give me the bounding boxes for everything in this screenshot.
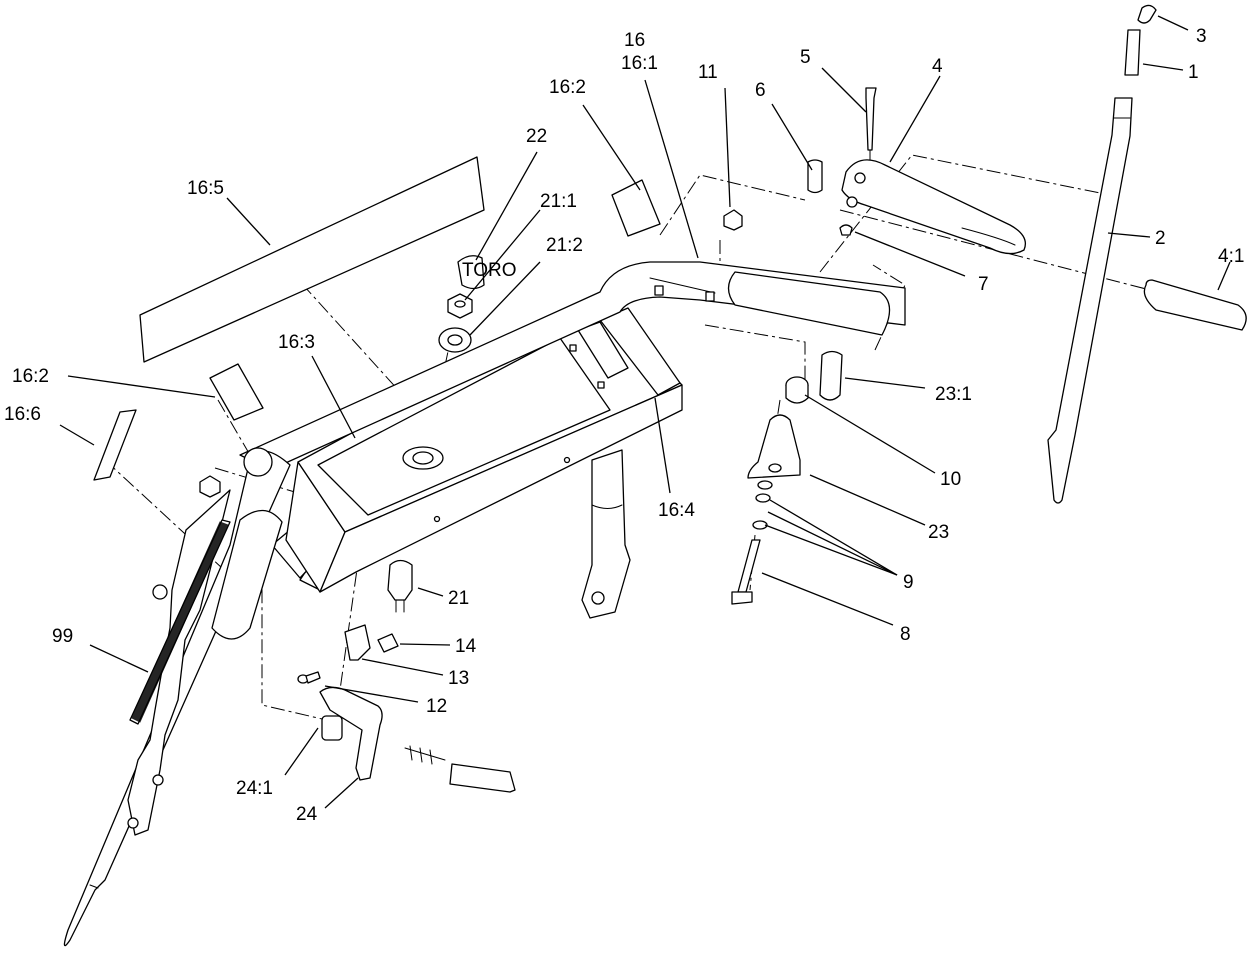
callout-2: 2 [1155,228,1166,249]
decal-16-2-lower [209,363,264,421]
clip-3 [1137,4,1157,24]
callout-4: 4 [932,56,943,77]
leg-hole-icon [591,591,605,605]
callout-16-6: 16:6 [4,404,41,425]
callout-16-2-lower: 16:2 [12,366,49,387]
switch-14 [377,633,399,653]
callout-21-2: 21:2 [546,235,583,256]
callout-1: 1 [1188,62,1199,83]
washer-9 [757,480,773,490]
callout-3: 3 [1196,26,1207,47]
frame-leg-right [581,449,631,619]
screw-12-shank [305,671,321,684]
handle-grip-upper [727,271,891,336]
callout-24: 24 [296,804,318,825]
callout-16-2-upper: 16:2 [549,77,586,98]
callout-23: 23 [928,522,949,543]
rivet-icon [433,515,441,523]
callout-5: 5 [800,47,811,68]
rivet-7 [839,224,853,236]
callout-16-3: 16:3 [278,332,315,353]
lever-hole-icon [846,196,858,208]
callout-24-1: 24:1 [236,778,273,799]
tube-hole-icon [654,285,664,296]
decal-16-6 [93,409,137,481]
bracket-24 [319,686,383,781]
callout-6: 6 [755,80,766,101]
rivet-icon [597,381,605,389]
switch-bracket-13 [344,624,371,661]
callout-13: 13 [448,668,469,689]
knob-23 [747,414,801,479]
callout-23-1: 23:1 [935,384,972,405]
control-box-front [319,384,683,593]
callout-11: 11 [698,62,718,83]
bushing-24-1 [321,715,343,741]
callout-4-1: 4:1 [1218,246,1244,267]
plate-hole-icon [152,774,164,786]
nut-hole-icon [454,300,466,308]
decal-16-2-upper [611,179,661,237]
rod-2 [1047,97,1133,504]
callout-9: 9 [903,572,914,593]
callout-99: 99 [52,626,73,647]
callout-10: 10 [940,469,961,490]
callout-21-1: 21:1 [540,191,577,212]
decal-panel-16-5 [139,156,485,363]
bolt-8 [737,539,761,593]
callout-8: 8 [900,624,911,645]
knob-hole-icon [768,463,782,473]
callout-14: 14 [455,636,477,657]
callout-7: 7 [978,274,989,295]
lever-4 [841,159,1027,255]
washer-9 [755,493,771,503]
washer-9 [752,520,768,530]
callout-labels: 3 1 2 4:1 4 5 6 7 11 16 16:1 16:2 22 21:… [4,26,1244,825]
callout-16-4: 16:4 [658,500,695,521]
plate-hole-icon [127,817,139,829]
spring-rod-99 [129,519,231,725]
nut-left [199,475,221,498]
tube-hole-icon [705,291,715,302]
rivet-icon [563,456,571,464]
grip-23-1 [819,350,843,401]
plate-hole-icon [152,584,168,600]
nut-11 [723,209,743,231]
clevis-1 [1124,29,1141,76]
callout-21: 21 [448,588,469,609]
grip-4-1 [1143,279,1247,331]
spacer-6 [807,159,823,194]
callout-16-1: 16:1 [621,53,658,74]
bushing-10-body [785,384,809,404]
washer-hole-icon [447,334,463,346]
callout-12: 12 [426,696,447,717]
lever-hole-icon [854,172,866,184]
key-switch-21 [387,559,413,601]
key-22 [457,255,485,290]
pin-5 [865,87,877,151]
leader-lines [59,15,1231,809]
tube-sleeve-left [211,509,283,640]
callout-22: 22 [526,126,547,147]
rivet-icon [569,344,577,352]
bolt-24 [449,763,516,793]
bolt-8-head [731,591,753,605]
key-switch-hole [412,451,434,465]
decal-16-3-plate [317,337,611,516]
tube-end-cap [243,447,273,477]
callout-16-5: 16:5 [187,178,224,199]
callout-16: 16 [624,30,645,51]
handle-tube-upper [239,261,906,471]
